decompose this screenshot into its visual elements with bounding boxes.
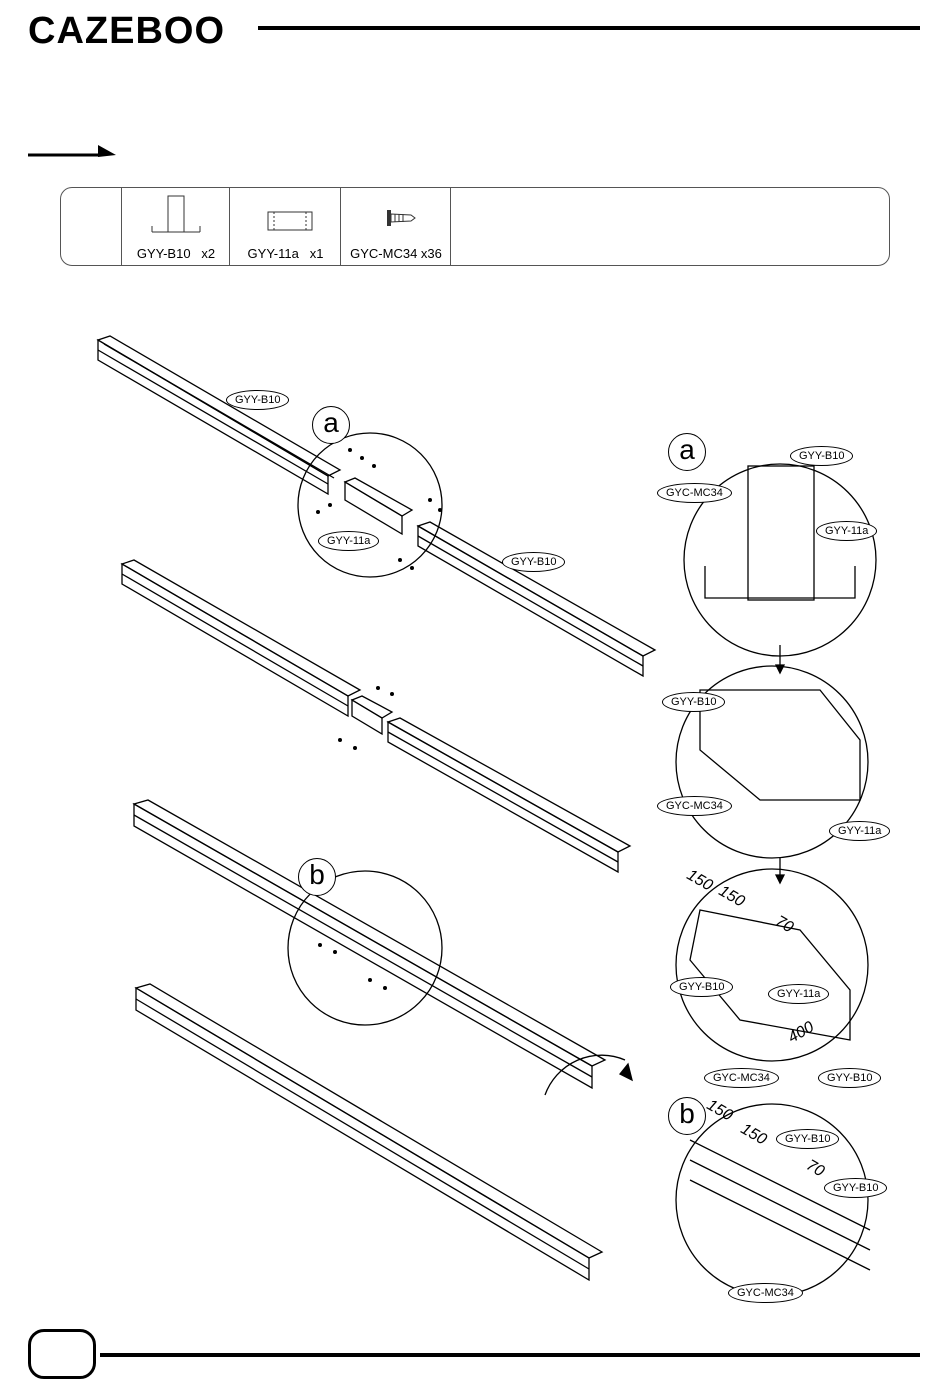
tag-beam: GYY-B10	[776, 1129, 839, 1149]
tag-beam: GYY-B10	[226, 390, 289, 410]
tag-connector: GYY-11a	[318, 531, 379, 551]
tag-screw: GYC-MC34	[657, 796, 732, 816]
detail-letter: a	[668, 433, 706, 471]
detail-letter: a	[312, 406, 350, 444]
tag-beam: GYY-B10	[662, 692, 725, 712]
page-number-box	[28, 1329, 96, 1379]
tag-beam: GYY-B10	[824, 1178, 887, 1198]
detail-letter: b	[668, 1097, 706, 1135]
tag-connector: GYY-11a	[768, 984, 829, 1004]
tag-screw: GYC-MC34	[704, 1068, 779, 1088]
tag-beam: GYY-B10	[502, 552, 565, 572]
detail-letter: b	[298, 858, 336, 896]
tag-beam: GYY-B10	[818, 1068, 881, 1088]
tag-screw: GYC-MC34	[657, 483, 732, 503]
footer-rule	[100, 1353, 920, 1357]
tag-connector: GYY-11a	[816, 521, 877, 541]
tag-beam: GYY-B10	[670, 977, 733, 997]
tag-screw: GYC-MC34	[728, 1283, 803, 1303]
tag-beam: GYY-B10	[790, 446, 853, 466]
tag-connector: GYY-11a	[829, 821, 890, 841]
